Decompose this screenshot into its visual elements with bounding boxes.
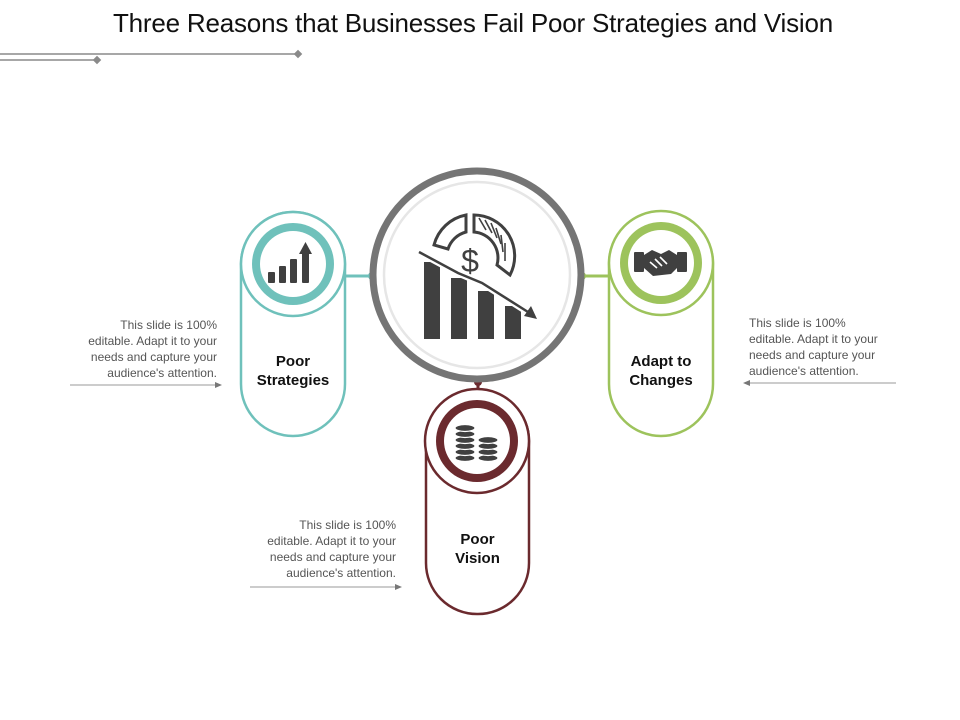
desc-line: audience's attention. — [286, 566, 396, 580]
desc-strategies: This slide is 100% editable. Adapt it to… — [60, 317, 217, 381]
svg-text:$: $ — [461, 243, 479, 279]
coins-icon — [454, 423, 499, 463]
desc-line: editable. Adapt it to your — [749, 332, 878, 346]
desc-line: This slide is 100% — [120, 318, 217, 332]
handshake-icon — [634, 250, 687, 276]
card-label-changes: Adapt to Changes — [609, 352, 713, 390]
card-label-vision: Poor Vision — [426, 530, 529, 568]
desc-line: needs and capture your — [749, 348, 876, 362]
card-label-line: Adapt to — [630, 353, 692, 370]
desc-line: editable. Adapt it to your — [267, 534, 396, 548]
desc-line: This slide is 100% — [299, 518, 396, 532]
card-label-line: Poor — [460, 531, 495, 548]
pointer-arrow-vision — [250, 584, 402, 590]
title-decoration — [0, 49, 303, 65]
desc-line: needs and capture your — [269, 550, 396, 564]
card-label-line: Vision — [455, 550, 500, 567]
card-label-strategies: Poor Strategies — [241, 352, 345, 390]
desc-line: This slide is 100% — [749, 316, 846, 330]
pointer-arrow-changes — [743, 380, 896, 386]
desc-line: audience's attention. — [749, 364, 859, 378]
desc-vision: This slide is 100% editable. Adapt it to… — [238, 517, 396, 581]
desc-line: editable. Adapt it to your — [88, 334, 217, 348]
slide-title: Three Reasons that Businesses Fail Poor … — [112, 8, 834, 38]
desc-line: audience's attention. — [107, 366, 217, 380]
card-label-line: Poor — [275, 353, 311, 370]
card-changes — [607, 209, 715, 438]
growth-chart-icon — [268, 242, 312, 283]
pointer-arrow-strategies — [70, 382, 222, 388]
card-vision — [423, 387, 531, 616]
card-strategies — [239, 210, 347, 438]
declining-revenue-icon: $ — [417, 213, 537, 339]
desc-line: needs and capture your — [90, 350, 217, 364]
card-label-line: Strategies — [256, 372, 330, 389]
center-hub: $ — [369, 167, 585, 383]
desc-changes: This slide is 100% editable. Adapt it to… — [749, 315, 909, 379]
card-label-line: Changes — [629, 372, 693, 389]
